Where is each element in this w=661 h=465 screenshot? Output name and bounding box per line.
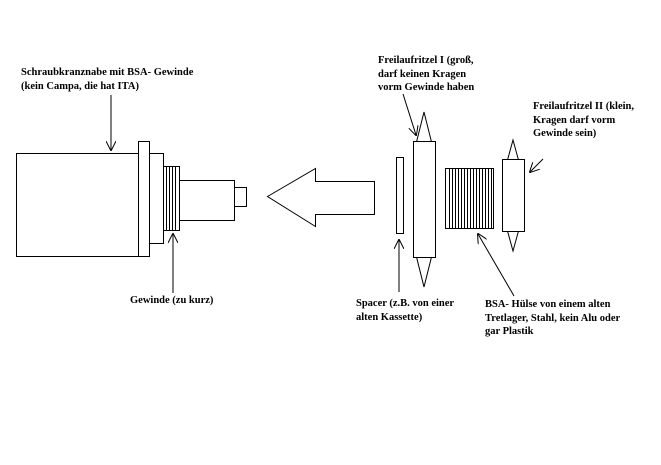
hub-thread	[163, 166, 180, 231]
direction-arrow	[266, 167, 375, 228]
tool-2-leader	[530, 158, 544, 172]
hub-axle	[179, 180, 235, 221]
hub-axle-end	[234, 187, 247, 207]
spacer-plate	[396, 157, 404, 234]
tool-1-bottom-tooth	[415, 256, 433, 288]
tool-1-body	[413, 141, 436, 258]
hub-collar	[149, 153, 164, 244]
hub-label: Schraubkranznabe mit BSA- Gewinde (kein …	[21, 67, 194, 92]
sleeve-label: BSA- Hülse von einem alten Tretlager, St…	[485, 299, 621, 337]
tool-2-body	[502, 159, 525, 232]
gewinde-label: Gewinde (zu kurz)	[130, 295, 214, 306]
tool-1-leader	[402, 93, 416, 135]
tool-1-label: Freilaufritzel I (groß, darf keinen Krag…	[378, 55, 475, 93]
hub-flange	[138, 141, 150, 257]
bsa-sleeve-threads	[449, 168, 492, 229]
tool-2-bottom-tooth	[506, 230, 520, 253]
tool-1-top-tooth	[415, 111, 433, 143]
hub-body	[16, 153, 139, 257]
hub-thread-lines	[166, 166, 176, 231]
sleeve-leader	[478, 234, 515, 297]
tool-2-top-tooth	[506, 138, 520, 161]
tool-2-label: Freilaufritzel II (klein, Kragen darf vo…	[533, 101, 634, 139]
spacer-label: Spacer (z.B. von einer alten Kassette)	[356, 298, 455, 323]
